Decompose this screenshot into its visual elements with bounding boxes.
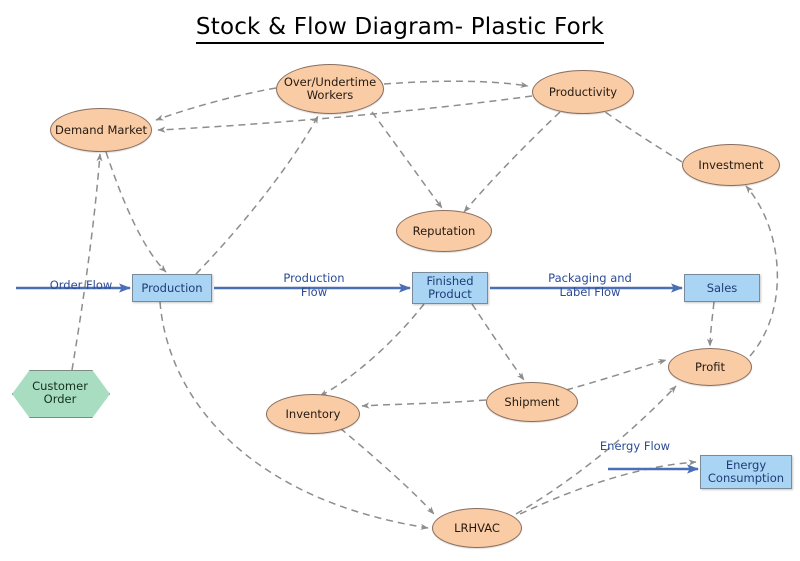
link-production-to-over-undertime-workers	[195, 115, 319, 275]
link-over-undertime-workers-to-reputation	[371, 111, 443, 209]
node-shipment-label: Shipment	[504, 394, 560, 409]
link-finished-product-to-shipment	[471, 303, 525, 381]
link-production-to-lrhvac	[159, 301, 429, 530]
node-production-label: Production	[141, 280, 203, 295]
node-profit-label: Profit	[695, 359, 725, 374]
node-production[interactable]: Production	[132, 274, 212, 302]
node-demand-market-label: Demand Market	[55, 122, 147, 137]
node-profit[interactable]: Profit	[668, 348, 752, 386]
node-productivity[interactable]: Productivity	[532, 70, 634, 114]
link-lrhvac-to-profit	[515, 385, 677, 515]
link-sales-to-profit	[706, 301, 715, 347]
material-flows	[16, 283, 699, 474]
node-reputation[interactable]: Reputation	[396, 210, 492, 252]
node-lrhvac[interactable]: LRHVAC	[432, 508, 522, 548]
node-sales[interactable]: Sales	[684, 274, 760, 302]
flow-label-energy-flow-text: Energy Flow	[599, 439, 671, 453]
flow-label-energy-flow: Energy Flow	[594, 439, 676, 454]
link-shipment-to-inventory	[361, 399, 487, 409]
link-productivity-to-reputation	[463, 111, 561, 213]
causal-links	[71, 80, 779, 530]
link-profit-to-investment	[745, 185, 779, 357]
link-demand-market-to-production	[105, 151, 167, 273]
node-lrhvac-label: LRHVAC	[454, 520, 500, 535]
node-shipment[interactable]: Shipment	[486, 382, 578, 422]
hexagon-shape	[12, 370, 110, 418]
link-customer-order-to-demand-market	[71, 153, 103, 371]
flow-label-order-flow-text: Order Flow	[49, 278, 113, 292]
link-over-undertime-workers-to-productivity	[383, 80, 529, 88]
link-productivity-to-demand-market	[157, 95, 533, 133]
node-reputation-label: Reputation	[412, 223, 476, 238]
link-finished-product-to-inventory	[319, 303, 425, 397]
node-productivity-label: Productivity	[548, 84, 618, 99]
link-over-undertime-workers-to-demand-market	[155, 87, 277, 121]
page-title-text: Stock & Flow Diagram- Plastic Fork	[195, 14, 605, 44]
flow-label-order-flow: Order Flow	[46, 278, 116, 293]
node-investment-label: Investment	[698, 157, 764, 172]
page-title: Stock & Flow Diagram- Plastic Fork	[0, 14, 800, 44]
link-shipment-to-profit	[565, 358, 667, 391]
node-inventory-label: Inventory	[285, 406, 341, 421]
link-lrhvac-to-energy-consumption	[519, 459, 697, 515]
node-sales-label: Sales	[706, 280, 738, 295]
node-inventory[interactable]: Inventory	[266, 394, 360, 434]
link-investment-to-productivity	[585, 97, 683, 163]
node-investment[interactable]: Investment	[682, 144, 780, 186]
node-demand-market[interactable]: Demand Market	[50, 108, 152, 152]
link-inventory-to-lrhvac	[339, 427, 435, 515]
